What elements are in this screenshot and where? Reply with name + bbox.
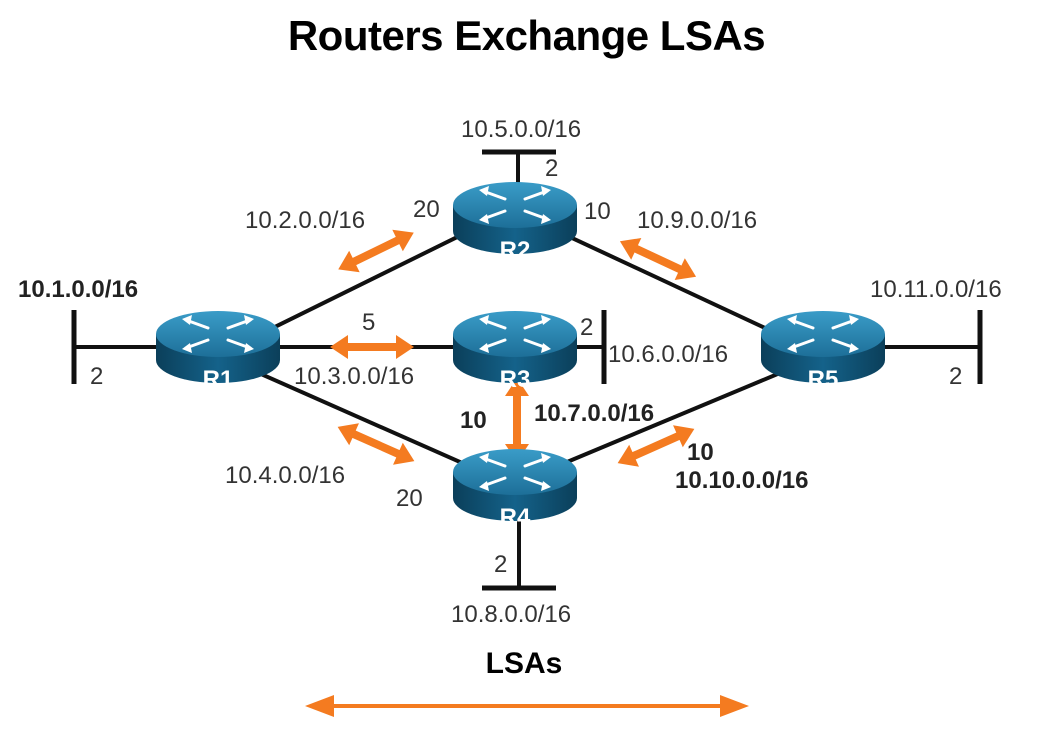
router-label-r1: R1 <box>203 366 234 393</box>
lsa-arrow-r1-r3 <box>330 335 414 359</box>
router-label-r3: R3 <box>500 366 531 393</box>
network-label-10-3: 10.3.0.0/16 <box>294 363 414 390</box>
router-r4[interactable]: R4 <box>451 447 579 531</box>
legend-label: LSAs <box>486 647 563 680</box>
cost-r4-r5: 10 <box>687 439 714 466</box>
legend-lsa-arrow <box>305 695 749 717</box>
router-r1[interactable]: R1 <box>154 309 282 393</box>
router-label-r5: R5 <box>808 366 839 393</box>
network-label-10-4: 10.4.0.0/16 <box>225 462 345 489</box>
network-label-10-11: 10.11.0.0/16 <box>870 276 1002 303</box>
network-label-10-9: 10.9.0.0/16 <box>637 207 757 234</box>
cost-r4-stub: 2 <box>494 551 507 578</box>
cost-r5-stub: 2 <box>949 363 962 390</box>
cost-r1-r2: 20 <box>413 196 440 223</box>
cost-r3-r4: 10 <box>460 407 487 434</box>
cost-r1-stub: 2 <box>90 363 103 390</box>
cost-r1-r3: 5 <box>362 309 375 336</box>
cost-r2-stub: 2 <box>545 155 558 182</box>
page-title: Routers Exchange LSAs <box>287 12 766 59</box>
router-r3[interactable]: R3 <box>451 309 579 393</box>
router-label-r4: R4 <box>500 504 531 531</box>
cost-r1-r4: 20 <box>396 485 423 512</box>
network-label-10-2: 10.2.0.0/16 <box>245 207 365 234</box>
network-label-10-10: 10.10.0.0/16 <box>675 467 808 494</box>
network-label-10-5: 10.5.0.0/16 <box>461 116 581 143</box>
cost-r3-stub: 2 <box>580 314 593 341</box>
network-label-10-7: 10.7.0.0/16 <box>534 400 654 427</box>
router-label-r2: R2 <box>500 237 531 264</box>
router-r2[interactable]: R2 <box>451 180 579 264</box>
network-label-10-1: 10.1.0.0/16 <box>18 276 138 303</box>
network-label-10-6: 10.6.0.0/16 <box>608 341 728 368</box>
cost-r2-r5: 10 <box>584 198 611 225</box>
network-label-10-8: 10.8.0.0/16 <box>451 601 571 628</box>
router-r5[interactable]: R5 <box>759 309 887 393</box>
